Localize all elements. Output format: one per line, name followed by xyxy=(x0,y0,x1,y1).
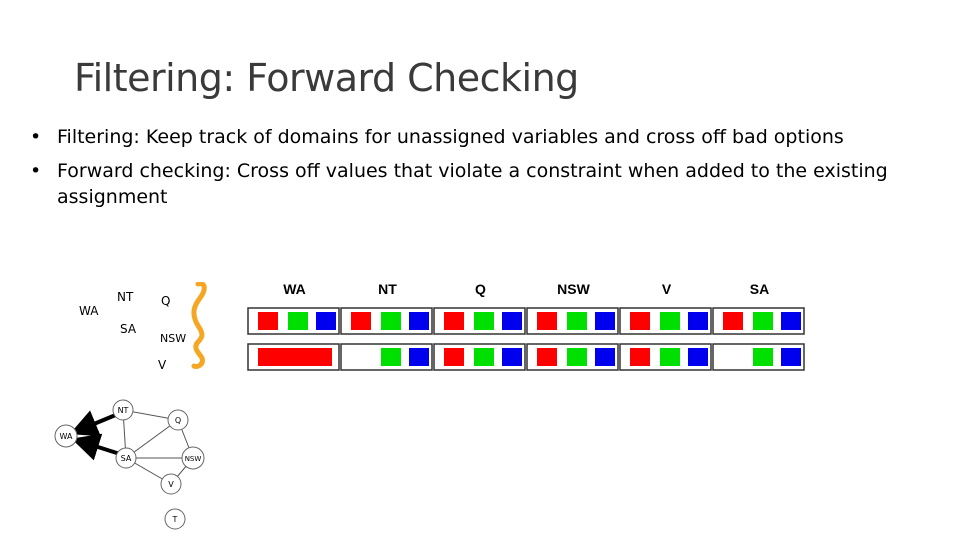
domain-value-red xyxy=(537,312,557,330)
domain-value-red xyxy=(258,312,278,330)
domain-value-green xyxy=(753,312,773,330)
domain-cell-sa xyxy=(712,307,805,335)
domain-value-green xyxy=(567,312,587,330)
graph-node-sa-label: SA xyxy=(121,454,132,463)
bullet-marker: • xyxy=(30,160,42,182)
domain-cell-nt xyxy=(340,343,433,371)
map-label-v: V xyxy=(158,358,167,372)
domain-value-blue xyxy=(781,348,801,366)
domain-cell-v xyxy=(619,307,712,335)
domain-value-blue xyxy=(502,348,522,366)
map-label-wa: WA xyxy=(79,304,99,318)
graph-node-t: T xyxy=(164,508,186,530)
bullet-forward-checking: • Forward checking: Cross off values tha… xyxy=(30,158,930,210)
domain-cell-sa xyxy=(712,343,805,371)
domain-value-red xyxy=(444,348,464,366)
domain-cell-v xyxy=(619,343,712,371)
domain-value-red xyxy=(537,348,557,366)
graph-node-v-label: V xyxy=(168,480,174,489)
domain-value-green xyxy=(474,312,494,330)
domain-value-green xyxy=(381,312,401,330)
domain-value-red xyxy=(630,348,650,366)
domain-cell-nt xyxy=(340,307,433,335)
constraint-graph: WA NT Q SA NSW V T xyxy=(54,399,205,530)
domain-value-red xyxy=(444,312,464,330)
domain-value-blue xyxy=(688,312,708,330)
domain-cell-nsw xyxy=(526,343,619,371)
domain-cell-q xyxy=(433,343,526,371)
domain-value-blue xyxy=(595,348,615,366)
domain-header-v: V xyxy=(662,281,672,297)
graph-node-q-label: Q xyxy=(175,416,181,425)
graph-node-v: V xyxy=(160,473,182,495)
domain-value-green xyxy=(474,348,494,366)
bullet-text: Forward checking: Cross off values that … xyxy=(57,160,888,208)
domain-cell-nsw xyxy=(526,307,619,335)
graph-node-q: Q xyxy=(167,409,189,431)
bullet-marker: • xyxy=(30,126,42,148)
domain-value-red xyxy=(351,312,371,330)
bullet-text: Filtering: Keep track of domains for una… xyxy=(57,126,844,148)
domain-header-nsw: NSW xyxy=(557,281,590,297)
bullet-list: • Filtering: Keep track of domains for u… xyxy=(30,124,930,218)
domain-value-red xyxy=(258,348,332,366)
edge-q-sa xyxy=(125,419,179,459)
domain-value-green xyxy=(660,348,680,366)
domain-table: WA NT Q NSW V SA xyxy=(247,281,805,371)
graph-node-wa-label: WA xyxy=(60,432,73,441)
domain-header-wa: WA xyxy=(283,281,306,297)
domain-value-blue xyxy=(316,312,336,330)
domain-value-blue xyxy=(409,348,429,366)
domain-value-green xyxy=(753,348,773,366)
domain-value-red xyxy=(723,312,743,330)
graph-node-nsw: NSW xyxy=(181,446,205,470)
domain-cell-q xyxy=(433,307,526,335)
graph-node-t-label: T xyxy=(172,515,178,524)
map-label-nsw: NSW xyxy=(160,332,187,345)
graph-node-sa: SA xyxy=(115,447,137,469)
graph-node-nt-label: NT xyxy=(118,406,129,415)
domain-value-blue xyxy=(781,312,801,330)
domain-header-sa: SA xyxy=(750,281,769,297)
domain-value-blue xyxy=(688,348,708,366)
domain-value-green xyxy=(567,348,587,366)
domain-value-green xyxy=(288,312,308,330)
domain-cell-wa xyxy=(247,343,340,371)
forward-check-arrows xyxy=(69,410,121,461)
domain-header-nt: NT xyxy=(378,281,397,297)
domain-value-blue xyxy=(595,312,615,330)
slide-title: Filtering: Forward Checking xyxy=(74,56,579,100)
domain-value-red xyxy=(630,312,650,330)
map-label-sa: SA xyxy=(120,322,137,336)
domain-value-blue xyxy=(502,312,522,330)
arrow-wa-sa xyxy=(71,433,121,461)
domain-value-blue xyxy=(409,312,429,330)
domain-value-green xyxy=(660,312,680,330)
map-label-nt: NT xyxy=(117,290,134,304)
graph-node-wa: WA xyxy=(54,424,78,448)
bullet-filtering: • Filtering: Keep track of domains for u… xyxy=(30,124,930,150)
arrow-wa-nt xyxy=(69,410,119,437)
map-border-squiggle xyxy=(191,282,207,369)
map-label-q: Q xyxy=(161,294,171,308)
domain-header-q: Q xyxy=(475,281,486,297)
graph-node-nsw-label: NSW xyxy=(185,455,202,463)
domain-cell-wa xyxy=(247,307,340,335)
graph-node-nt: NT xyxy=(112,399,134,421)
domain-value-green xyxy=(381,348,401,366)
